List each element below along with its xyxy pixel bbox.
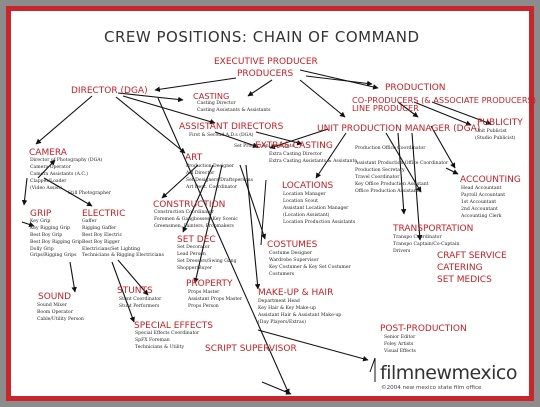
set-dec-list: Set Decorator Lead Person Set Dressers/S… — [177, 245, 237, 271]
locations-label: LOCATIONS — [282, 181, 334, 191]
upm-label: UNIT PRODUCTION MANAGER (DGA) — [317, 124, 481, 134]
set-medics-label: SET MEDICS — [437, 275, 492, 285]
set-production-assistants: Set Production Assistants — [234, 144, 294, 149]
transportation-label: TRANSPORTATION — [393, 224, 474, 234]
craft-service-label: CRAFT SERVICE — [437, 251, 507, 261]
chart-canvas — [11, 11, 529, 396]
construction-list: Construction Coordinator Foremen & Gangb… — [154, 210, 238, 229]
grip-label: GRIP — [30, 209, 52, 219]
producers-label: PRODUCERS — [237, 69, 294, 79]
accounting-list: Head Accountant Payroll Accountant 1st A… — [461, 186, 506, 219]
locations-list: Location Manager Location Scout Assistan… — [283, 192, 356, 225]
camera-list: Director of Photography (DGA) Camera Ope… — [30, 158, 103, 191]
transportation-list: Transpo Coordinator Transpo Captain/Co-C… — [393, 235, 460, 254]
makeup-hair-label: MAKE-UP & HAIR — [258, 288, 334, 298]
filmnewmexico-logo: filmnewmexico — [380, 362, 517, 384]
extras-casting-label: EXTRAS CASTING — [255, 141, 333, 151]
co-producers-label: CO-PRODUCERS (& ASSOCIATE PRODUCERS) — [352, 95, 536, 105]
property-label: PROPERTY — [186, 279, 233, 289]
still-photographer: Still Photographer — [68, 191, 111, 196]
production-label: PRODUCTION — [385, 83, 446, 93]
director-label: DIRECTOR (DGA) — [71, 86, 148, 96]
camera-label: CAMERA — [29, 148, 67, 158]
production-office-list: Assistant Production Office Coordinator … — [355, 161, 449, 194]
line-producer-label: LINE PRODUCER — [352, 103, 419, 113]
publicity-list: Unit Publicist(Studio Publicist) — [475, 129, 516, 141]
set-dec-label: SET DEC — [177, 235, 216, 245]
art-list: Production Designer Art Director Set Des… — [186, 164, 253, 190]
special-effects-list: Special Effects Coordinator SpFX Foreman… — [135, 331, 200, 350]
post-production-list: Senior Editor Foley Artists Visual Effec… — [384, 335, 416, 354]
upm-list: Production Office Coordinator — [355, 146, 426, 151]
electric-list: Gaffer Rigging Gaffer Best Boy Electric … — [82, 219, 164, 259]
electric-label: ELECTRIC — [82, 209, 126, 219]
sound-list: Sound Mixer Boom Operator Cable/Utility … — [37, 303, 84, 322]
stunts-list: Stunt Coordinator Stunt Performers — [119, 297, 162, 309]
post-production-label: POST-PRODUCTION — [380, 324, 467, 334]
executive-producer-label: EXECUTIVE PRODUCER — [214, 57, 318, 67]
special-effects-label: SPECIAL EFFECTS — [134, 321, 214, 331]
costumes-list: Costume Designer Wardrobe Supervisor Key… — [269, 251, 351, 277]
property-list: Props Master Assistant Props Master Prop… — [188, 290, 243, 309]
copyright-text: ©2004 new mexico state film office — [381, 385, 482, 391]
assistant-directors-label: ASSISTANT DIRECTORS — [179, 122, 284, 132]
costumes-label: COSTUMES — [267, 240, 318, 250]
makeup-hair-list: Department Head Key Hair & Key Make-up A… — [258, 299, 342, 325]
casting-label: CASTING — [193, 91, 230, 101]
stunts-label: STUNTS — [117, 286, 153, 296]
assistant-directors-list: First & Second A.D.s (DGA) — [189, 133, 254, 138]
page-title: CREW POSITIONS: CHAIN OF COMMAND — [104, 28, 420, 46]
construction-label: CONSTRUCTION — [153, 200, 226, 210]
art-label: ART — [185, 153, 203, 163]
grip-list: Key Grip Key Rigging Grip Best Boy Grip … — [30, 219, 82, 259]
publicity-label: PUBLICITY — [477, 118, 523, 128]
sound-label: SOUND — [38, 292, 72, 302]
catering-label: CATERING — [437, 263, 483, 273]
accounting-label: ACCOUNTING — [460, 175, 521, 185]
script-supervisor-label: SCRIPT SUPERVISOR — [205, 344, 297, 354]
